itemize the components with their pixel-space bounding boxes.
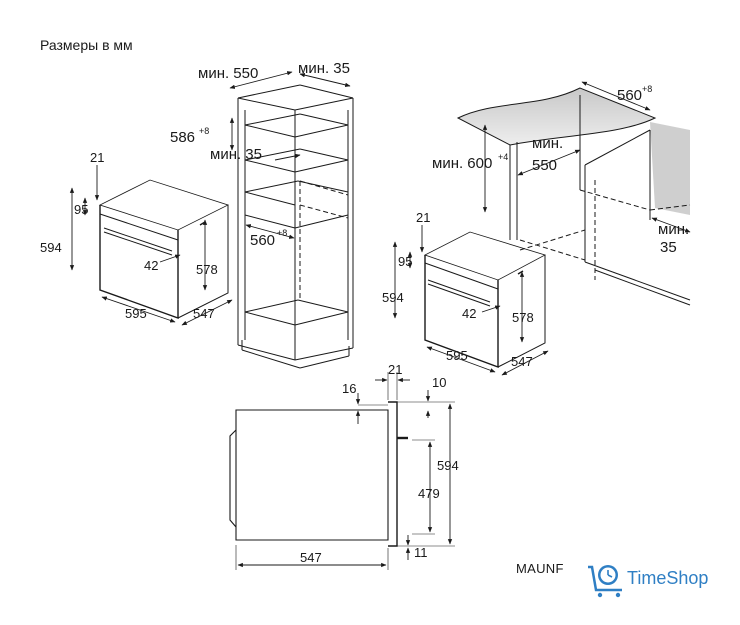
oven-left-dim-42: 42 (144, 258, 158, 273)
side-dim-10: 10 (432, 375, 446, 390)
niche-depth-min-label: мин. 550 (198, 65, 258, 82)
uc-rear-gap-label: мин. (658, 221, 689, 238)
side-dim-21: 21 (388, 362, 402, 377)
oven-left-drawing (98, 179, 230, 319)
oven-side-view-dimensions (235, 372, 455, 570)
side-dim-547: 547 (300, 550, 322, 565)
uc-rear-gap-value: 35 (660, 239, 677, 256)
oven-left-dim-578: 578 (196, 262, 218, 277)
page-title: Размеры в мм (40, 37, 133, 53)
brand-watermark: TimeShop (627, 568, 708, 588)
niche-width-label: 560 (250, 232, 275, 249)
oven-left-dim-21: 21 (90, 150, 104, 165)
oven-left-dimensions (69, 165, 233, 326)
oven-right-dim-21: 21 (416, 210, 430, 225)
oven-left-dim-95: 95 (74, 202, 88, 217)
side-dim-11: 11 (414, 545, 428, 560)
under-counter-dimensions (482, 81, 691, 233)
oven-right-dim-594: 594 (382, 290, 404, 305)
clock-cart-icon (588, 565, 622, 598)
oven-right-dim-595: 595 (446, 348, 468, 363)
vent-height-tolerance: +8 (199, 126, 209, 136)
uc-depth-min-value: 550 (532, 157, 557, 174)
uc-niche-width-tolerance: +8 (642, 84, 652, 94)
rear-gap-min-label: мин. 35 (298, 60, 350, 77)
tall-cabinet-dimensions (229, 71, 351, 239)
vent-height-label: 586 (170, 129, 195, 146)
oven-right-dimensions (392, 225, 549, 376)
uc-niche-height-tolerance: +4 (498, 152, 508, 162)
oven-right-dim-42: 42 (462, 306, 476, 321)
model-mark: MAUNF (516, 561, 564, 576)
oven-left-dim-547: 547 (193, 306, 215, 321)
vent-gap-min-label: мин. 35 (210, 146, 262, 163)
oven-left-dim-595: 595 (125, 306, 147, 321)
niche-width-tolerance: +8 (277, 228, 287, 238)
side-dim-16: 16 (342, 381, 356, 396)
oven-right-drawing (423, 231, 547, 369)
uc-niche-width-label: 560 (617, 87, 642, 104)
side-dim-594: 594 (437, 458, 459, 473)
oven-left-dim-594: 594 (40, 240, 62, 255)
oven-right-dim-578: 578 (512, 310, 534, 325)
uc-depth-min-label: мин. (532, 135, 563, 152)
tall-cabinet-drawing (237, 84, 354, 369)
oven-right-dim-547: 547 (511, 354, 533, 369)
uc-niche-height-label: мин. 600 (432, 155, 492, 172)
under-counter-drawing (456, 87, 691, 306)
side-dim-479: 479 (418, 486, 440, 501)
oven-side-view-drawing (229, 401, 408, 547)
oven-right-dim-95: 95 (398, 254, 412, 269)
